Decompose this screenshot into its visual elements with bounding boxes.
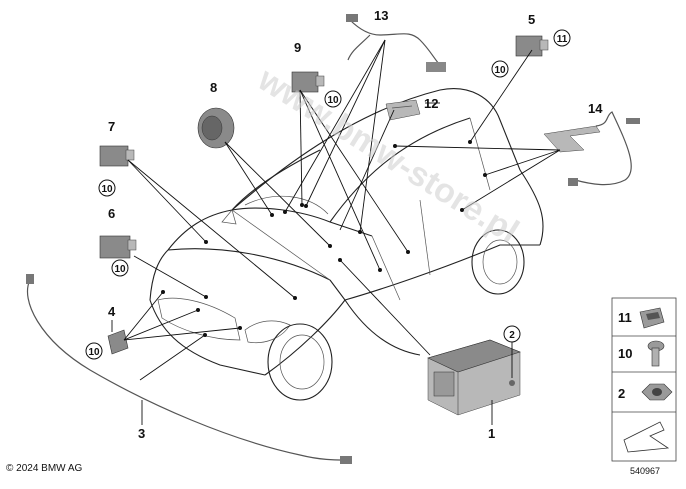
callout-7: 7 (108, 119, 115, 134)
svg-text:10: 10 (327, 95, 339, 106)
callout-5: 5 (528, 12, 535, 27)
reference-number: 540967 (630, 466, 661, 476)
svg-text:10: 10 (494, 65, 506, 76)
callout-4: 4 (108, 304, 116, 319)
leader-lines (111, 39, 561, 425)
sensor-9 (291, 71, 325, 93)
circled-callout-2: 2 (503, 325, 521, 343)
speaker-8 (197, 107, 235, 149)
callout-8: 8 (210, 80, 217, 95)
circled-callout-10-sensor9: 10 (324, 90, 342, 108)
sensor-6 (99, 235, 137, 259)
wire-14 (543, 111, 640, 186)
contact-dots (161, 140, 487, 337)
svg-text:2: 2 (509, 330, 515, 341)
circled-callout-10-sensor7: 10 (98, 179, 116, 197)
svg-text:11: 11 (557, 34, 568, 45)
sensor-5 (515, 35, 549, 57)
svg-text:10: 10 (114, 264, 126, 275)
callout-13: 13 (374, 8, 388, 23)
hex-nut-icon (641, 383, 673, 401)
legend-label-2: 2 (618, 386, 625, 401)
circled-callout-11-sensor5: 11 (553, 29, 571, 47)
arrow-icon (623, 421, 670, 453)
clip-nut-icon (639, 307, 665, 329)
bracket-12 (385, 99, 421, 121)
callout-9: 9 (294, 40, 301, 55)
legend-label-10: 10 (618, 346, 632, 361)
copyright-text: © 2024 BMW AG (6, 463, 83, 474)
fastener-legend: 11 10 2 (611, 297, 677, 462)
circled-callout-10-sensor4: 10 (85, 342, 103, 360)
wiring-harness-13 (346, 14, 446, 72)
callout-3: 3 (138, 426, 145, 441)
sensor-7 (99, 145, 135, 167)
sensor-wire (26, 274, 352, 464)
svg-text:10: 10 (88, 347, 100, 358)
callout-1: 1 (488, 426, 495, 441)
airbag-control-unit (427, 339, 521, 416)
circled-callout-10-sensor6: 10 (111, 259, 129, 277)
callout-14: 14 (588, 101, 603, 116)
car-outline (149, 88, 544, 401)
circled-callout-10-sensor5: 10 (491, 60, 509, 78)
screw-icon (647, 340, 665, 367)
legend-label-11: 11 (618, 310, 632, 325)
callout-6: 6 (108, 206, 115, 221)
front-sensor-4 (107, 329, 129, 355)
callout-12: 12 (424, 96, 438, 111)
svg-text:10: 10 (101, 184, 113, 195)
